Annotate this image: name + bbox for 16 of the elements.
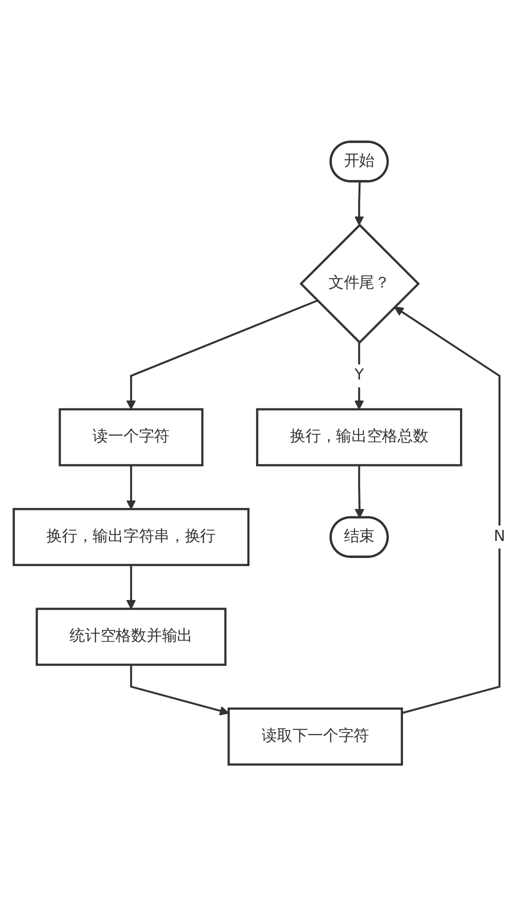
- node-box: 读一个字符: [58, 408, 204, 466]
- arrow: [394, 306, 500, 714]
- arrow: [354, 182, 364, 226]
- node-box: 读取下一个字符: [228, 707, 403, 766]
- arrow: [126, 564, 136, 610]
- arrow: [130, 664, 230, 716]
- edge-label: N: [494, 528, 506, 546]
- arrow: [126, 465, 136, 510]
- node-diamond: 文件尾？: [299, 223, 420, 344]
- node-box: 换行，输出字符串，换行: [12, 508, 250, 566]
- node-box: 统计空格数并输出: [36, 608, 226, 666]
- arrow: [126, 300, 318, 410]
- node-box: 换行，输出空格总数: [256, 408, 462, 466]
- edge-label: Y: [354, 366, 364, 384]
- arrow: [354, 465, 364, 518]
- arrow: [354, 342, 364, 410]
